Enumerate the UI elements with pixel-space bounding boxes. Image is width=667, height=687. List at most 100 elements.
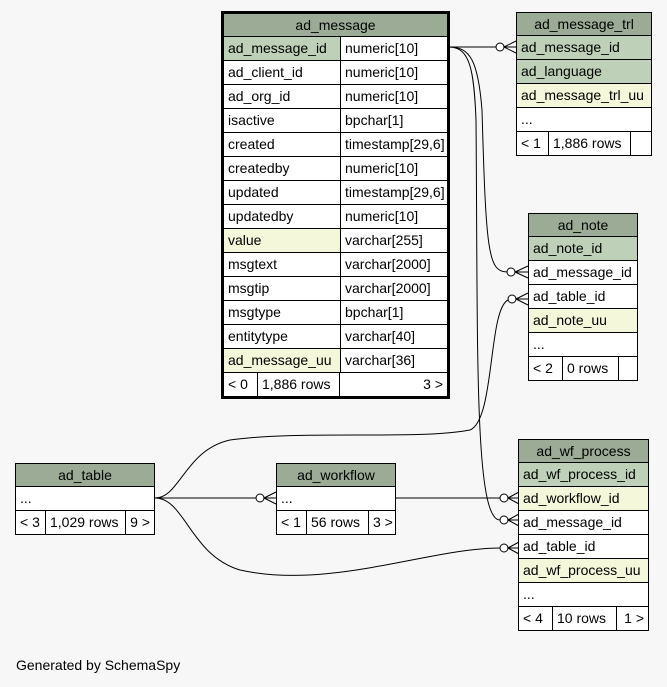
column-name: ... xyxy=(523,586,535,602)
table-header[interactable]: ad_message xyxy=(224,14,447,37)
column-name: msgtype xyxy=(228,304,281,320)
column-name: ad_message_trl_uu xyxy=(517,84,651,107)
column-name: ... xyxy=(20,490,32,506)
column-name: ad_message_id xyxy=(224,37,340,60)
table-column-row[interactable]: ... xyxy=(519,583,648,607)
table-header[interactable]: ad_wf_process xyxy=(519,440,648,463)
column-name: updatedby xyxy=(228,208,294,224)
table-column-row[interactable]: ad_wf_process_uu xyxy=(519,559,648,583)
table-column-row[interactable]: ad_wf_process_id xyxy=(519,463,648,487)
footer-children-count[interactable] xyxy=(631,132,651,155)
table-column-row[interactable]: ad_workflow_id xyxy=(519,487,648,511)
column-name: ad_message_uu xyxy=(224,349,340,372)
footer-children-count[interactable] xyxy=(619,357,637,380)
footer-parents-count[interactable]: < 0 xyxy=(224,373,258,396)
table-column-row[interactable]: ad_table_id xyxy=(519,535,648,559)
footer-row-count: 10 rows xyxy=(553,607,617,630)
footer-children-count[interactable]: 9 > xyxy=(130,514,150,530)
column-type: timestamp[29,6] xyxy=(340,181,447,204)
column-name: ad_table_id xyxy=(523,538,596,554)
table-column-row[interactable]: ad_note_id xyxy=(529,237,637,261)
table-column-row[interactable]: msgtype bpchar[1] xyxy=(224,301,447,325)
edge-message-to-note xyxy=(448,46,508,273)
footer-row-count: 1,029 rows xyxy=(46,511,126,534)
footer-parents-count[interactable]: < 4 xyxy=(519,607,553,630)
column-name: ad_wf_process_uu xyxy=(519,559,648,582)
table-column-row[interactable]: ... xyxy=(517,108,651,132)
column-name: entitytype xyxy=(228,328,288,344)
table-column-row[interactable]: ad_message_trl_uu xyxy=(517,84,651,108)
column-name: ad_message_id xyxy=(517,36,651,59)
table-header[interactable]: ad_message_trl xyxy=(517,13,651,36)
table-column-row[interactable]: ... xyxy=(16,487,154,511)
column-name: ad_message_id xyxy=(523,514,622,530)
column-type: varchar[255] xyxy=(340,229,447,252)
column-type: varchar[36] xyxy=(340,349,447,372)
table-column-row[interactable]: ad_message_id xyxy=(529,261,637,285)
footer-children-count[interactable]: 3 > xyxy=(373,514,393,530)
generated-by-label: Generated by SchemaSpy xyxy=(16,657,181,673)
table-header[interactable]: ad_table xyxy=(16,464,154,487)
table-column-row[interactable]: ad_message_id xyxy=(517,36,651,60)
column-name: ad_language xyxy=(517,60,651,83)
table-column-row[interactable]: ad_language xyxy=(517,60,651,84)
column-name: ad_note_uu xyxy=(529,309,637,332)
column-name: ... xyxy=(521,111,533,127)
column-name: isactive xyxy=(228,112,275,128)
column-name: createdby xyxy=(228,160,290,176)
table-column-row[interactable]: ad_table_id xyxy=(529,285,637,309)
column-name: created xyxy=(228,136,275,152)
footer-parents-count[interactable]: < 1 xyxy=(277,511,307,534)
table-column-row[interactable]: updatedby numeric[10] xyxy=(224,205,447,229)
table-column-row[interactable]: ... xyxy=(529,333,637,357)
table-header[interactable]: ad_note xyxy=(529,214,637,237)
footer-children-count[interactable]: 1 > xyxy=(624,610,644,626)
footer-row-count: 1,886 rows xyxy=(258,373,340,396)
column-name: updated xyxy=(228,184,279,200)
table-column-row[interactable]: ... xyxy=(277,487,395,511)
column-type: numeric[10] xyxy=(340,37,447,60)
table-column-row[interactable]: updated timestamp[29,6] xyxy=(224,181,447,205)
column-name: ad_client_id xyxy=(228,64,303,80)
column-type: numeric[10] xyxy=(340,205,447,228)
table-column-row[interactable]: entitytype varchar[40] xyxy=(224,325,447,349)
edge-table-to-wf-process xyxy=(154,497,501,576)
table-header[interactable]: ad_workflow xyxy=(277,464,395,487)
table-column-row[interactable]: createdby numeric[10] xyxy=(224,157,447,181)
table-column-row[interactable]: ad_note_uu xyxy=(529,309,637,333)
edge-message-to-wf-process xyxy=(448,46,501,521)
crows-feet xyxy=(255,40,529,555)
footer-row-count: 1,886 rows xyxy=(549,132,631,155)
column-name: value xyxy=(224,229,340,252)
table-column-row[interactable]: ad_message_id xyxy=(519,511,648,535)
footer-parents-count[interactable]: < 1 xyxy=(517,132,549,155)
footer-parents-count[interactable]: < 3 xyxy=(16,511,46,534)
column-type: varchar[2000] xyxy=(340,253,447,276)
column-name: ad_wf_process_id xyxy=(519,463,648,486)
footer-children-count[interactable]: 3 > xyxy=(423,376,443,392)
column-type: bpchar[1] xyxy=(340,301,447,324)
footer-parents-count[interactable]: < 2 xyxy=(529,357,563,380)
column-name: msgtip xyxy=(228,280,270,296)
column-type: numeric[10] xyxy=(340,157,447,180)
column-type: varchar[40] xyxy=(340,325,447,348)
